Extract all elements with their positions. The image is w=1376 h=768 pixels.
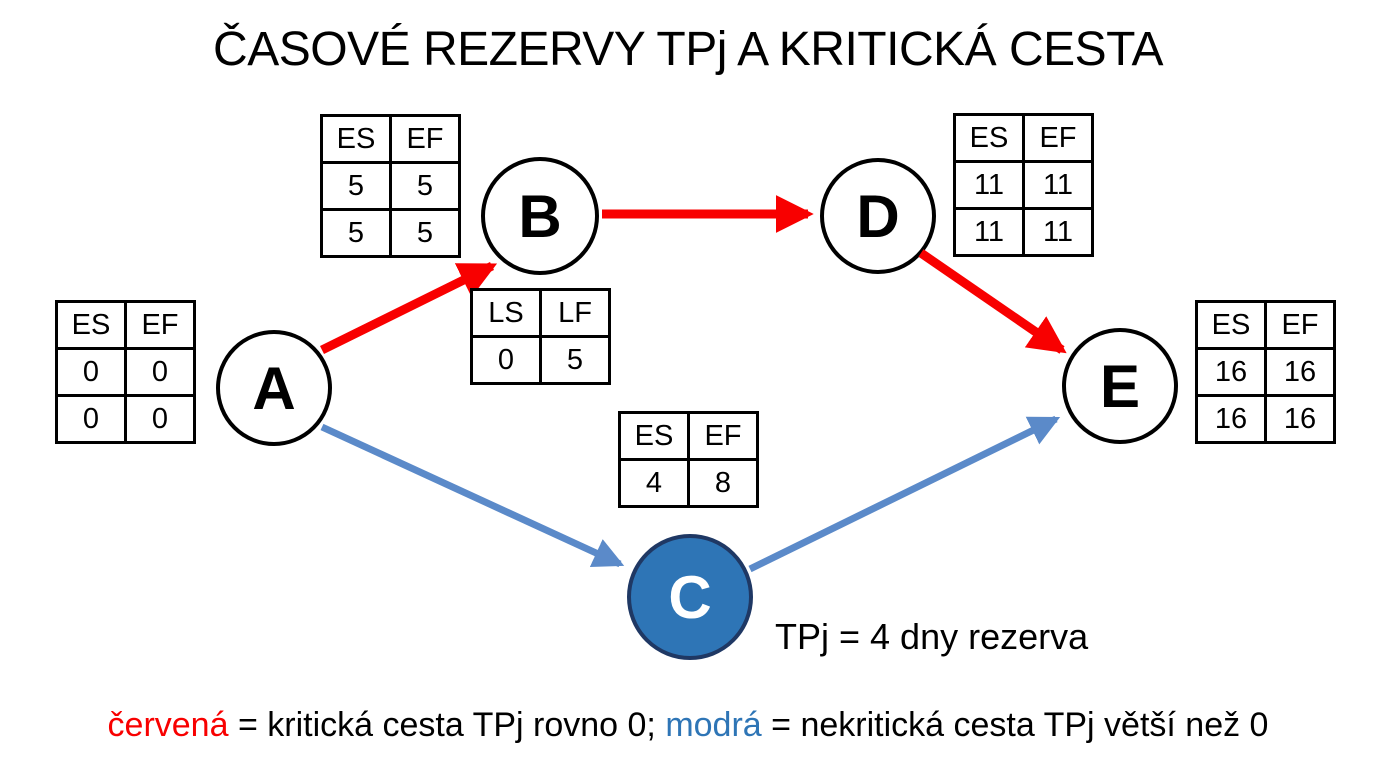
table-row: 0 0 [55,394,196,444]
legend: červená = kritická cesta TPj rovno 0; mo… [0,706,1376,745]
es-value: 16 [1195,347,1267,397]
lf-value: 5 [539,335,611,385]
node-a-label: A [252,354,296,422]
table-row: 11 11 [953,207,1094,257]
es-value: 0 [55,347,127,397]
lf-header: LF [539,288,611,338]
ef-header: EF [687,411,759,461]
ls-value: 0 [55,394,127,444]
table-row: ES EF [55,300,196,350]
noncritical-arrow-a-c [320,423,625,568]
es-header: ES [953,113,1025,163]
es-header: ES [320,114,392,164]
table-row: ES EF [320,114,461,164]
noncritical-arrow-c-e [748,415,1061,573]
ls-header: LS [470,288,542,338]
ls-value: 0 [470,335,542,385]
ef-value: 5 [389,161,461,211]
lf-value: 5 [389,208,461,258]
node-c-label: C [668,563,712,631]
ls-value: 16 [1195,394,1267,444]
ls-value: 11 [953,207,1025,257]
page-title: ČASOVÉ REZERVY TPj A KRITICKÁ CESTA [213,23,1163,76]
es-header: ES [618,411,690,461]
node-e: E [1062,328,1178,444]
critical-arrow-d-e [918,249,1067,354]
legend-blue-description: = nekritická cesta TPj větší než 0 [761,706,1269,744]
ef-value: 8 [687,458,759,508]
table-node-c-times: ES EF 4 8 [618,411,759,508]
table-row: 16 16 [1195,347,1336,397]
table-row: ES EF [618,411,759,461]
table-row: 4 8 [618,458,759,508]
node-b-label: B [518,182,562,250]
node-d-label: D [856,182,900,250]
legend-blue-term: modrá [665,706,762,744]
ef-value: 0 [124,347,196,397]
ef-value: 11 [1022,160,1094,210]
ef-header: EF [389,114,461,164]
table-row: 5 5 [320,161,461,211]
es-value: 5 [320,161,392,211]
es-value: 11 [953,160,1025,210]
table-row: 0 0 [55,347,196,397]
table-row: LS LF [470,288,611,338]
node-a: A [216,330,332,446]
lf-value: 0 [124,394,196,444]
node-e-label: E [1099,352,1141,420]
table-row: 16 16 [1195,394,1336,444]
es-value: 4 [618,458,690,508]
ls-value: 5 [320,208,392,258]
table-node-a-times: ES EF 0 0 0 0 [55,300,196,444]
table-row: 5 5 [320,208,461,258]
node-c: C [627,534,753,660]
ef-header: EF [124,300,196,350]
table-node-b-late-times: LS LF 0 5 [470,288,611,385]
legend-red-term: červená [107,706,229,744]
legend-red-description: = kritická cesta TPj rovno 0; [228,706,666,744]
node-b: B [481,157,599,275]
table-node-e-times: ES EF 16 16 16 16 [1195,300,1336,444]
node-d: D [820,158,936,274]
ef-header: EF [1022,113,1094,163]
table-node-d-times: ES EF 11 11 11 11 [953,113,1094,257]
es-header: ES [55,300,127,350]
table-row: 11 11 [953,160,1094,210]
table-row: ES EF [1195,300,1336,350]
ef-value: 16 [1264,347,1336,397]
ef-header: EF [1264,300,1336,350]
slack-annotation: TPj = 4 dny rezerva [775,616,1089,657]
lf-value: 16 [1264,394,1336,444]
lf-value: 11 [1022,207,1094,257]
table-row: 0 5 [470,335,611,385]
table-node-b-times: ES EF 5 5 5 5 [320,114,461,258]
critical-arrow-a-b [320,261,498,355]
es-header: ES [1195,300,1267,350]
table-row: ES EF [953,113,1094,163]
